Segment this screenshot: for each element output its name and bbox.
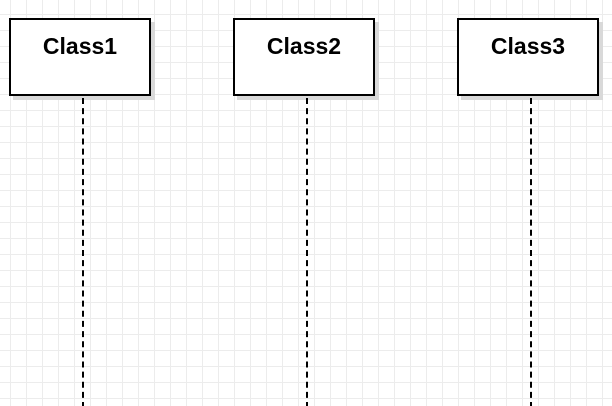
lifeline-dashed-line-class2[interactable] (306, 98, 308, 406)
lifeline-class3[interactable]: Class3 (457, 0, 603, 406)
lifeline-label-class3: Class3 (490, 33, 566, 59)
lifeline-box-class3[interactable]: Class3 (457, 18, 599, 96)
lifeline-class2[interactable]: Class2 (233, 0, 379, 406)
lifeline-box-class2[interactable]: Class2 (233, 18, 375, 96)
lifeline-label-class2: Class2 (266, 33, 342, 59)
lifeline-label-class1: Class1 (42, 33, 118, 59)
lifeline-class1[interactable]: Class1 (9, 0, 155, 406)
lifeline-dashed-line-class3[interactable] (530, 98, 532, 406)
lifeline-dashed-line-class1[interactable] (82, 98, 84, 406)
lifeline-box-class1[interactable]: Class1 (9, 18, 151, 96)
